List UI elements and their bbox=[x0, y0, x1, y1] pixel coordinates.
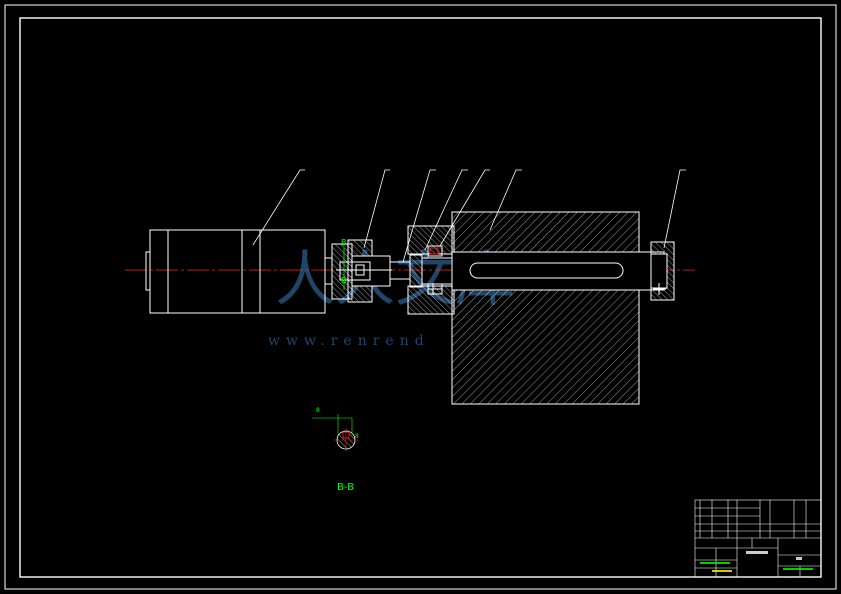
title-block-fills bbox=[700, 551, 813, 572]
section-dim-width: 8 bbox=[316, 407, 320, 414]
motor bbox=[145, 229, 333, 314]
mold-block bbox=[451, 211, 665, 405]
section-view-title: B-B bbox=[337, 482, 354, 493]
end-cap bbox=[650, 241, 675, 301]
section-marker-top: B bbox=[341, 238, 347, 247]
coupling bbox=[331, 239, 392, 303]
sheet-border bbox=[4, 4, 837, 590]
watermark-url: www.renrend bbox=[268, 333, 430, 349]
section-dim-depth: 8 bbox=[355, 433, 359, 440]
section-view-b-b: 8 8 B-B bbox=[312, 407, 359, 493]
bearing-housing bbox=[407, 225, 455, 315]
title-block bbox=[694, 499, 822, 578]
leader-lines bbox=[252, 169, 686, 263]
